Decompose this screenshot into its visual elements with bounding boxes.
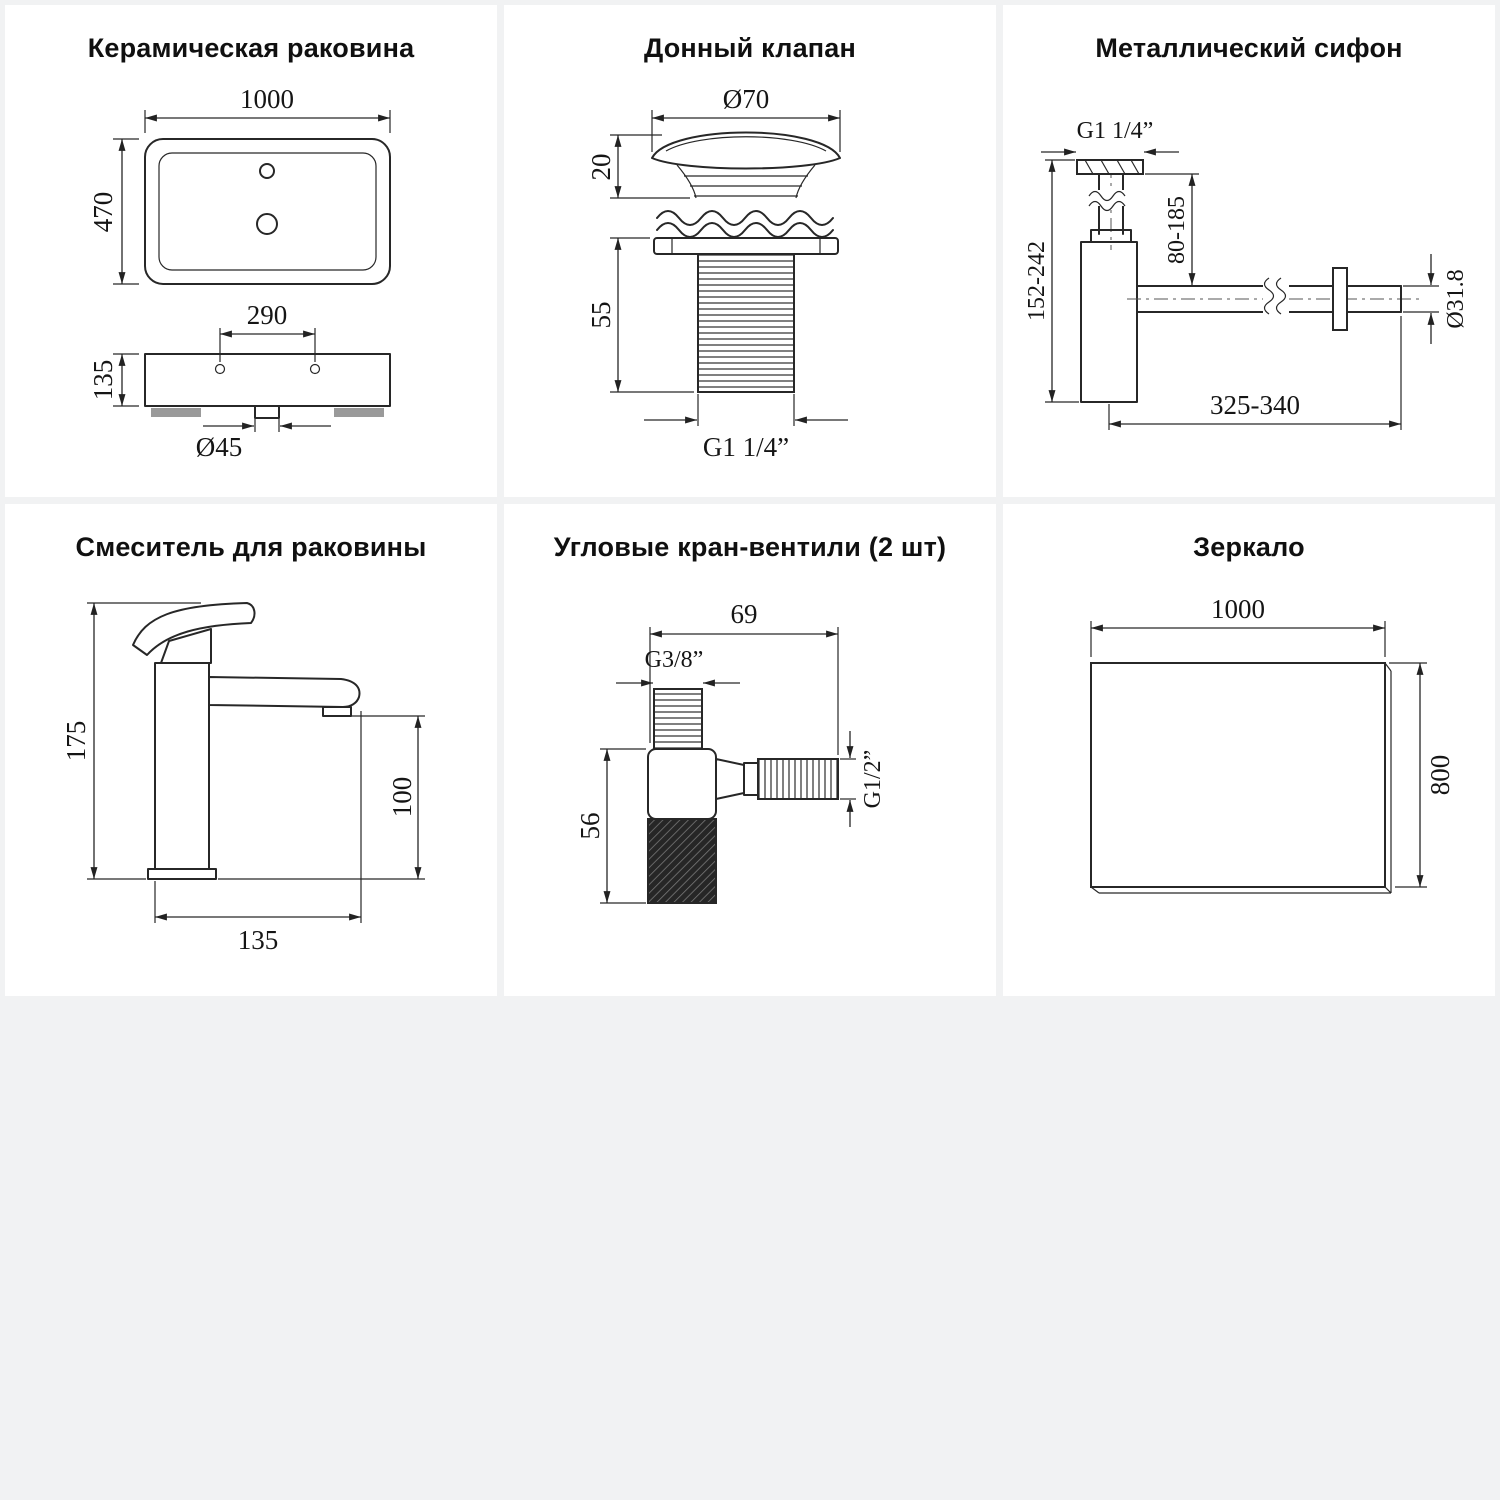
panel-ceramic-sink: Керамическая раковина 1000 — [5, 5, 497, 497]
valve-dim-thread-label: G1 1/4” — [703, 432, 789, 462]
mixer-dim-height-label: 175 — [61, 721, 91, 762]
angle-valve-dim-width-label: 69 — [731, 599, 758, 629]
siphon-dim-pipe-diameter-label: Ø31.8 — [1443, 269, 1469, 328]
panel-title-mixer: Смеситель для раковины — [75, 532, 427, 562]
valve-dim-cap-height-label: 20 — [586, 154, 616, 181]
siphon-drawing: G1 1/4” — [1024, 118, 1469, 430]
siphon-dim-thread-label: G1 1/4” — [1077, 118, 1154, 144]
mixer-dim-spout-reach: 135 — [154, 711, 362, 955]
siphon-dim-height-label: 152-242 — [1024, 241, 1050, 321]
siphon-body — [1076, 159, 1423, 403]
sink-drawing: 1000 470 290 — [88, 84, 391, 462]
valve-dim-thread: G1 1/4” — [644, 394, 848, 462]
mirror-dim-width: 1000 — [1090, 594, 1386, 657]
valve-body — [651, 131, 841, 393]
valve-dim-thread-length-label: 55 — [586, 302, 616, 329]
panel-mirror: Зеркало 1000 — [1003, 504, 1495, 996]
sink-dim-drain-label: Ø45 — [196, 432, 243, 462]
siphon-dim-length-label: 325-340 — [1210, 390, 1300, 420]
valve-dim-diameter-label: Ø70 — [723, 84, 770, 114]
drain-valve-drawing: Ø70 20 — [586, 84, 848, 462]
mixer-dim-spout-height: 100 — [218, 715, 425, 880]
mirror-dim-height: 800 — [1389, 662, 1455, 888]
mirror-drawing: 1000 800 — [1090, 594, 1455, 894]
panel-siphon: Металлический сифон G1 1/4” — [1003, 5, 1495, 497]
spec-sheet-grid: Керамическая раковина 1000 — [5, 5, 1495, 996]
valve-dim-thread-length: 55 — [586, 237, 694, 393]
siphon-dim-length: 325-340 — [1108, 316, 1402, 430]
panel-title-drain-valve: Донный клапан — [643, 33, 857, 63]
mixer-body — [132, 602, 361, 880]
siphon-dim-inlet: 80-185 — [1145, 173, 1199, 285]
sink-dim-height-label: 135 — [88, 360, 118, 401]
sink-dim-width: 1000 — [144, 84, 391, 133]
angle-valve-dim-outlet-thread: G1/2” — [840, 731, 886, 827]
siphon-dim-thread: G1 1/4” — [1041, 118, 1179, 156]
valve-dim-diameter: Ø70 — [651, 84, 841, 152]
siphon-dim-pipe-diameter: Ø31.8 — [1403, 254, 1469, 344]
angle-valve-body — [647, 688, 839, 904]
angle-valve-dim-height: 56 — [575, 748, 646, 904]
mirror-dim-width-label: 1000 — [1211, 594, 1265, 624]
sink-side-view — [144, 353, 391, 419]
sink-dim-width-label: 1000 — [240, 84, 294, 114]
sink-dim-holes-label: 290 — [247, 300, 288, 330]
mixer-dim-spout-height-label: 100 — [387, 777, 417, 818]
sink-dim-depth-label: 470 — [88, 192, 118, 233]
sink-dim-drain: Ø45 — [196, 419, 331, 462]
angle-valve-inlet-thread-label: G3/8” — [645, 647, 704, 673]
panel-title-siphon: Металлический сифон — [1095, 33, 1403, 63]
angle-valve-outlet-thread-label: G1/2” — [860, 750, 886, 809]
mirror-dim-height-label: 800 — [1425, 755, 1455, 796]
mixer-drawing: 175 100 135 — [61, 602, 425, 955]
panel-drain-valve: Донный клапан Ø70 — [504, 5, 996, 497]
mixer-dim-height: 175 — [61, 602, 201, 880]
panel-title-sink: Керамическая раковина — [87, 33, 415, 63]
angle-valve-drawing: 69 G3/8” G1/2” — [575, 599, 886, 904]
valve-dim-cap-height: 20 — [586, 134, 690, 199]
panel-title-angle-valves: Угловые кран-вентили (2 шт) — [553, 532, 947, 562]
panel-title-mirror: Зеркало — [1193, 532, 1305, 562]
angle-valve-dim-inlet-thread: G3/8” — [616, 647, 740, 687]
panel-angle-valves: Угловые кран-вентили (2 шт) — [504, 504, 996, 996]
siphon-dim-inlet-label: 80-185 — [1164, 196, 1190, 264]
mixer-dim-spout-reach-label: 135 — [238, 925, 279, 955]
panel-mixer: Смеситель для раковины 175 — [5, 504, 497, 996]
mirror-body — [1090, 662, 1392, 894]
sink-dim-depth: 470 — [88, 138, 139, 285]
angle-valve-dim-height-label: 56 — [575, 813, 605, 840]
sink-dim-height: 135 — [88, 353, 139, 407]
sink-top-view — [144, 138, 391, 285]
sink-dim-holes: 290 — [219, 300, 316, 362]
siphon-dim-height: 152-242 — [1024, 159, 1079, 403]
